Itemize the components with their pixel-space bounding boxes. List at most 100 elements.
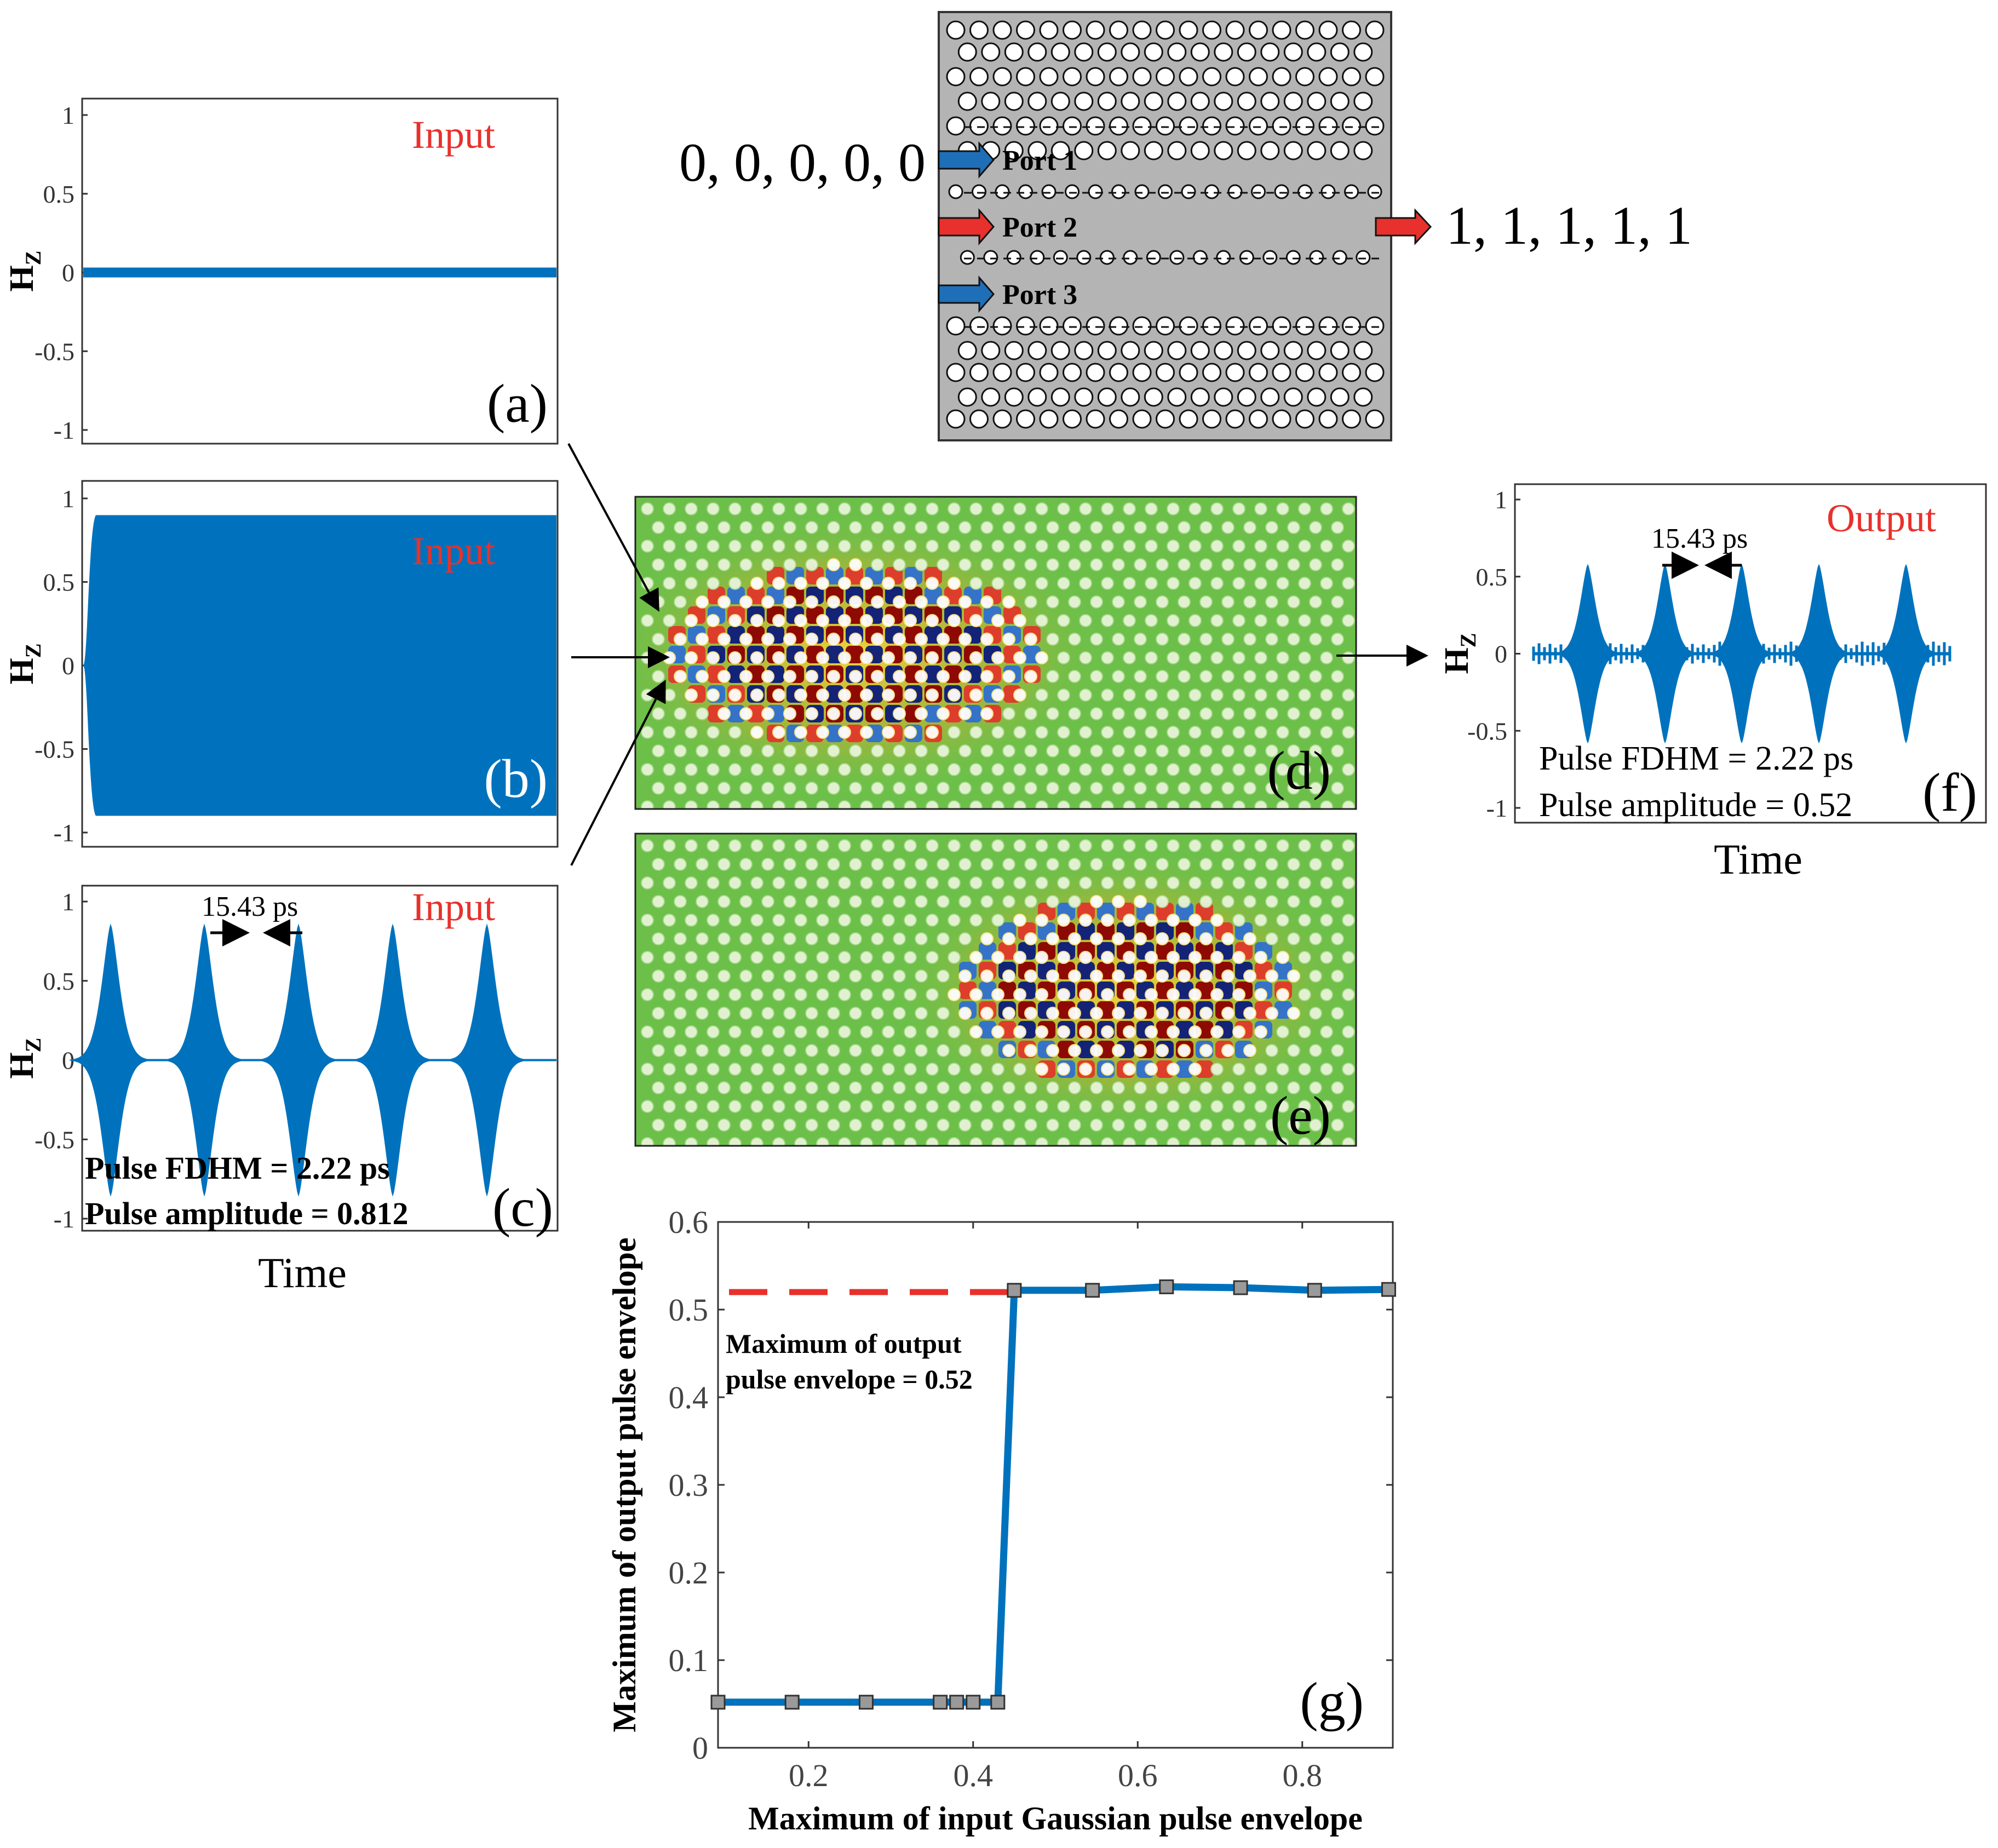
field-hole [1123,988,1136,1001]
field-hole [1243,670,1256,683]
field-hole [882,839,895,852]
field-hole [937,782,950,795]
field-hole [750,1025,763,1038]
panel-d-holes [641,502,1355,809]
field-hole [991,688,1004,702]
field-hole [794,540,807,553]
field-cell [1077,1041,1095,1058]
field-hole [663,540,676,553]
field-hole [1046,707,1059,720]
field-hole [1189,1063,1202,1076]
field-hole [1057,577,1070,590]
field-hole [904,1100,917,1113]
field-hole [1342,951,1355,964]
panel-f-xlabel: Time [1714,835,1802,883]
device-hole [1144,42,1163,62]
field-hole [1232,914,1245,927]
field-hole [1167,614,1180,627]
field-hole [937,1007,950,1020]
device-hole [1262,250,1278,265]
device-hole [1190,141,1210,160]
field-hole [1309,558,1322,571]
field-hole [969,763,983,776]
field-hole [1243,969,1256,983]
field-hole [816,688,829,702]
field-hole [1232,1137,1245,1146]
field-hole [674,858,687,871]
field-hole [1199,521,1213,534]
field-hole [1167,914,1180,927]
field-hole [1167,800,1180,809]
field-hole [926,763,939,776]
field-hole [1057,763,1070,776]
panel-f-signal [1532,564,1951,744]
field-hole [772,688,785,702]
field-hole [685,839,698,852]
field-hole [1189,876,1202,889]
field-hole [1123,876,1136,889]
field-hole [980,932,994,945]
device-hole [1318,409,1338,429]
device-hole [1016,20,1035,40]
field-hole [674,670,687,683]
field-hole [1309,895,1322,908]
field-hole [860,1100,873,1113]
field-hole [1199,633,1213,646]
device-hole [1053,250,1068,265]
field-hole [1298,876,1311,889]
panel-e-field-map: (e) [634,833,1357,1147]
field-hole [783,782,796,795]
field-hole [860,988,873,1001]
field-hole [717,1044,731,1057]
pulse [70,923,152,1197]
field-hole [1090,707,1103,720]
field-hole [641,726,654,739]
field-hole [1342,1063,1355,1076]
field-hole [750,688,763,702]
device-hole [1249,316,1268,336]
field-hole [1287,782,1300,795]
device-hole [1063,363,1082,382]
device-hole [1353,387,1373,407]
field-hole [1331,521,1344,534]
field-hole [991,1100,1004,1113]
field-hole [1243,1007,1256,1020]
device-hole [1027,42,1047,62]
panel-f-output-label: Output [1827,496,1936,540]
device-hole [992,409,1012,429]
field-hole [1123,1063,1136,1076]
field-hole [991,502,1004,515]
field-hole [1265,1081,1278,1094]
field-hole [1068,932,1081,945]
field-hole [696,521,709,534]
field-hole [882,1137,895,1146]
field-hole [1210,614,1224,627]
field-hole [1320,1025,1333,1038]
field-hole [958,969,972,983]
field-hole [1342,839,1355,852]
panel-f-tag: (f) [1922,762,1977,823]
g-data-marker [1233,1280,1248,1295]
field-hole [1068,782,1081,795]
y-tick-label: 0 [62,259,74,287]
field-hole [1002,707,1015,720]
field-hole [1079,1100,1092,1113]
field-hole [991,800,1004,809]
field-hole [860,726,873,739]
field-hole [1199,595,1213,609]
field-hole [904,800,917,809]
field-hole [1232,763,1245,776]
panel-g-annotation-line1: Maximum of output [726,1328,962,1359]
field-hole [969,951,983,964]
field-hole [1342,763,1355,776]
field-hole [827,558,840,571]
field-hole [882,800,895,809]
device-hole [1027,91,1047,111]
field-hole [904,1137,917,1146]
field-hole [1243,707,1256,720]
field-hole [1298,951,1311,964]
field-hole [1342,914,1355,927]
field-hole [1221,670,1235,683]
field-hole [1221,932,1235,945]
field-hole [1287,633,1300,646]
